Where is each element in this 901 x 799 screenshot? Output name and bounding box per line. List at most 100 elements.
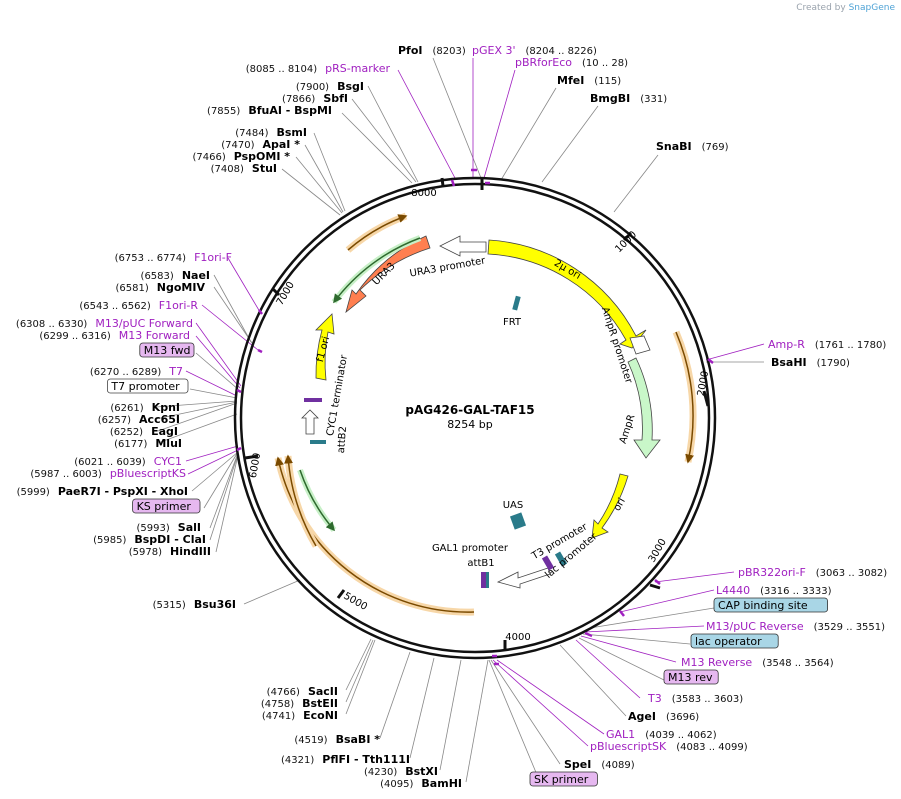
feature-lac-box xyxy=(541,555,555,571)
left-label-24: KS primer xyxy=(132,498,201,514)
left-label-8: (6753 .. 6774)F1ori-F xyxy=(115,251,232,264)
right-label-3: MfeI(115) xyxy=(557,74,621,87)
left-label-10: (6581)NgoMIV xyxy=(116,281,206,294)
label-text: (4758)BstEII xyxy=(261,697,338,710)
label-text: BsaHI(1790) xyxy=(771,356,850,369)
feature-label-9: attB2 xyxy=(336,426,349,454)
features xyxy=(274,212,697,616)
label-text: (5993)SalI xyxy=(137,521,201,534)
feature-label-6: UAS xyxy=(503,500,524,511)
feature-misc-arc-right xyxy=(672,330,697,463)
feature-cap-box xyxy=(554,551,568,567)
label-text: (7466)PspOMI * xyxy=(192,150,290,163)
left-label-12: (6308 .. 6330)M13/pUC Forward xyxy=(16,317,193,330)
feature-label-10: CYC1 terminator xyxy=(325,353,350,437)
bottom-label-0: (4766)SacII xyxy=(267,685,338,698)
label-text: (6581)NgoMIV xyxy=(116,281,206,294)
label-text: SnaBI(769) xyxy=(656,140,729,153)
left-label-22: (5987 .. 6003)pBluescriptKS xyxy=(30,467,186,480)
tick-label-6000: 6000 xyxy=(248,452,263,479)
label-text: L4440(3316 .. 3333) xyxy=(716,584,832,597)
right-label-16: AgeI(3696) xyxy=(628,710,699,723)
left-label-15: (6270 .. 6289)T7 xyxy=(90,365,183,378)
tick-label-3000: 3000 xyxy=(647,537,669,565)
right-label-4: BmgBI(331) xyxy=(590,92,667,105)
feature-t7box xyxy=(304,398,322,402)
label-text: BmgBI(331) xyxy=(590,92,667,105)
box-label-text: M13 fwd xyxy=(144,344,191,357)
feature-label-11: f1 ori xyxy=(315,335,332,363)
label-text: pBR322ori-F(3063 .. 3082) xyxy=(738,566,887,579)
right-label-12: lac operator xyxy=(690,633,779,649)
bottom-label-5: (4230)BstXI xyxy=(364,765,438,778)
right-label-19: SpeI(4089) xyxy=(564,758,635,771)
right-label-20: SK primer xyxy=(529,771,598,787)
label-text: (7900)BsgI xyxy=(296,80,364,93)
left-label-26: (5985)BspDI - ClaI xyxy=(93,533,206,546)
label-text: pBluescriptSK(4083 .. 4099) xyxy=(590,740,748,753)
label-text: (7855)BfuAI - BspMI xyxy=(207,104,332,117)
left-label-20: (6177)MluI xyxy=(114,437,182,450)
left-label-14: M13 fwd xyxy=(139,342,195,358)
feature-ura3-promoter xyxy=(439,235,487,257)
feature-ampr xyxy=(627,357,661,459)
label-text: (7484)BsmI xyxy=(235,126,307,139)
label-text: (7470)ApaI * xyxy=(221,138,300,151)
label-text: (6252)EagI xyxy=(110,425,178,438)
label-text: (4095)BamHI xyxy=(380,777,462,790)
label-text: PfoI(8203) xyxy=(398,44,466,57)
label-text: (6583)NaeI xyxy=(141,269,210,282)
left-label-21: (6021 .. 6039)CYC1 xyxy=(74,455,182,468)
left-label-23: (5999)PaeR7I - PspXI - XhoI xyxy=(17,485,188,498)
label-text: SpeI(4089) xyxy=(564,758,635,771)
backbone-outer xyxy=(233,176,717,660)
left-label-6: (7466)PspOMI * xyxy=(192,150,290,163)
label-text: (6270 .. 6289)T7 xyxy=(90,365,183,378)
left-label-11: (6543 .. 6562)F1ori-R xyxy=(79,299,198,312)
left-label-5: (7470)ApaI * xyxy=(221,138,300,151)
label-text: MfeI(115) xyxy=(557,74,621,87)
right-label-7: BsaHI(1790) xyxy=(771,356,850,369)
label-text: (4741)EcoNI xyxy=(262,709,338,722)
right-label-11: M13/pUC Reverse(3529 .. 3551) xyxy=(706,620,885,633)
label-text: (4766)SacII xyxy=(267,685,338,698)
label-text: pBRforEco(10 .. 28) xyxy=(515,56,628,69)
box-label-text: SK primer xyxy=(534,773,589,786)
left-label-28: (5315)Bsu36I xyxy=(153,598,236,611)
right-label-13: M13 Reverse(3548 .. 3564) xyxy=(681,656,834,669)
tick-label-4000: 4000 xyxy=(505,632,530,643)
label-text: (5999)PaeR7I - PspXI - XhoI xyxy=(17,485,188,498)
label-text: (6177)MluI xyxy=(114,437,182,450)
feature-ori xyxy=(591,473,629,539)
bottom-label-2: (4741)EcoNI xyxy=(262,709,338,722)
label-text: (6257)Acc65I xyxy=(98,413,180,426)
right-label-0: PfoI(8203) xyxy=(398,44,466,57)
feature-frt xyxy=(512,295,521,311)
label-text: (6308 .. 6330)M13/pUC Forward xyxy=(16,317,193,330)
label-text: (6753 .. 6774)F1ori-F xyxy=(115,251,232,264)
left-label-0: (8085 .. 8104)pRS-marker xyxy=(246,62,391,75)
label-text: (4519)BsaBI * xyxy=(294,733,380,746)
label-text: (7408)StuI xyxy=(211,162,277,175)
left-label-7: (7408)StuI xyxy=(211,162,277,175)
right-label-6: Amp-R(1761 .. 1780) xyxy=(768,338,886,351)
label-text: GAL1(4039 .. 4062) xyxy=(606,728,717,741)
label-text: Amp-R(1761 .. 1780) xyxy=(768,338,886,351)
ring-site-marks xyxy=(236,168,714,666)
label-text: (7866)SbfI xyxy=(282,92,348,105)
left-label-1: (7900)BsgI xyxy=(296,80,364,93)
bottom-label-1: (4758)BstEII xyxy=(261,697,338,710)
right-label-1: pGEX 3'(8204 .. 8226) xyxy=(472,44,597,57)
right-label-15: T3(3583 .. 3603) xyxy=(647,692,743,705)
feature-attb1b xyxy=(486,572,489,588)
label-text: T3(3583 .. 3603) xyxy=(647,692,743,705)
right-label-5: SnaBI(769) xyxy=(656,140,729,153)
feature-gal1-promoter xyxy=(496,567,551,589)
outer-labels: PfoI(8203) pGEX 3'(8204 .. 8226)pBRforEco… xyxy=(16,44,887,790)
left-label-18: (6257)Acc65I xyxy=(98,413,180,426)
label-text: (5315)Bsu36I xyxy=(153,598,236,611)
snapgene-credit: Created by SnapGene xyxy=(796,3,895,13)
label-text: AgeI(3696) xyxy=(628,710,699,723)
feature-uas xyxy=(509,512,527,530)
